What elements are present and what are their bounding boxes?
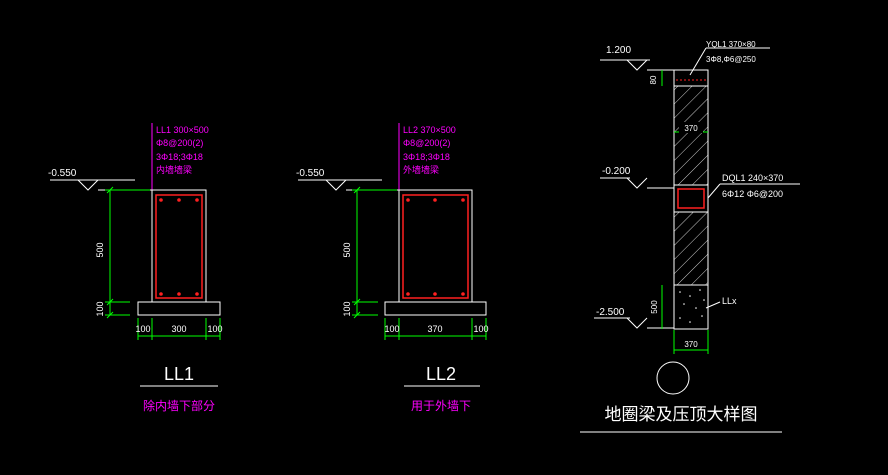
ll1-title: LL1	[164, 364, 194, 384]
ll1-level-symbol	[77, 179, 99, 191]
ll2-dim-height: 500	[342, 242, 352, 257]
foundation-concrete-dots	[679, 289, 705, 323]
ring-beam-section: 1.200 YQL1 370×80 3Φ8,Φ6@250 80 370 -0.2…	[580, 40, 800, 433]
ll2-rebars	[406, 198, 465, 296]
wall-upper	[673, 85, 709, 186]
ll1-note: 除内墙下部分	[143, 398, 215, 413]
wall-width-bg	[679, 122, 703, 133]
dql-stirrup	[677, 188, 705, 209]
ll2-spec-line-3: 3Φ18;3Φ18	[403, 152, 450, 162]
wall-lower	[673, 211, 709, 286]
ll2-stirrup	[402, 194, 469, 299]
section-level-mid-symbol	[626, 177, 648, 189]
ll1-dim-w2: 300	[171, 324, 186, 334]
ll1-spec-line-4: 内墙墙梁	[156, 164, 192, 175]
yql-spec-line-1: YQL1 370×80	[706, 40, 756, 49]
ll2-spec-line-1: LL2 370×500	[403, 125, 456, 135]
ll2-dim-w3: 100	[473, 324, 488, 334]
dql-leader	[707, 183, 721, 199]
ll2-tick-2	[353, 298, 361, 306]
ll1-detail: -0.550 LL1 300×500 Φ8@200(2) 3Φ18;3Φ18 内…	[48, 123, 223, 413]
dql-spec-line-2: 6Φ12 Φ6@200	[722, 189, 783, 199]
ll2-level-text: -0.550	[296, 168, 325, 179]
ll2-spec-line-2: Φ8@200(2)	[403, 138, 450, 148]
ll1-dim-w1: 100	[135, 324, 150, 334]
ll1-spec-line-3: 3Φ18;3Φ18	[156, 152, 203, 162]
beam-ref: LLx	[722, 296, 737, 306]
section-level-mid: -0.200	[602, 166, 631, 177]
section-level-bottom: -2.500	[596, 307, 625, 318]
section-title: 地圈梁及压顶大样图	[605, 405, 758, 424]
ll1-spec-line-2: Φ8@200(2)	[156, 138, 203, 148]
wall-width-bottom: 370	[684, 340, 698, 349]
dql-spec-line-1: DQL1 240×370	[722, 173, 783, 183]
yql-leader	[689, 47, 707, 76]
ll1-tick-2	[106, 298, 114, 306]
base-dim-text: 500	[650, 300, 659, 314]
section-level-top: 1.200	[606, 45, 631, 56]
ll1-spec-line-1: LL1 300×500	[156, 125, 209, 135]
ll1-footing	[137, 301, 221, 316]
yql-dim-text: 80	[649, 75, 658, 84]
section-level-top-symbol	[626, 59, 648, 71]
ll2-detail: -0.550 LL2 370×500 Φ8@200(2) 3Φ18;3Φ18 外…	[296, 123, 489, 413]
ll1-dim-height: 500	[95, 242, 105, 257]
ll2-footing	[384, 301, 487, 316]
ll1-level-text: -0.550	[48, 168, 77, 179]
ll2-beam-outline	[398, 189, 473, 303]
ll2-spec-line-4: 外墙墙梁	[403, 164, 439, 175]
ll1-rebars	[159, 198, 199, 296]
foundation-beam	[673, 284, 709, 330]
ll1-dim-base: 100	[95, 301, 105, 316]
ll2-note: 用于外墙下	[411, 399, 471, 413]
ll2-dim-base: 100	[342, 301, 352, 316]
wall-width-top: 370	[684, 124, 698, 133]
llx-leader	[705, 301, 721, 309]
section-level-bottom-symbol	[626, 317, 648, 329]
ll2-tick-3	[353, 311, 361, 319]
ll1-dim-w3: 100	[207, 324, 222, 334]
ll2-dim-w1: 100	[384, 324, 399, 334]
detail-callout-circle	[656, 361, 690, 395]
ll2-level-symbol	[325, 179, 347, 191]
ll2-dim-w2: 370	[427, 324, 442, 334]
ll1-tick-1	[106, 186, 114, 194]
ll1-tick-3	[106, 311, 114, 319]
ll2-tick-1	[353, 186, 361, 194]
ll1-beam-outline	[151, 189, 207, 303]
yql-spec-line-2: 3Φ8,Φ6@250	[706, 55, 756, 64]
ll1-stirrup	[155, 194, 203, 299]
ll2-title: LL2	[426, 364, 456, 384]
